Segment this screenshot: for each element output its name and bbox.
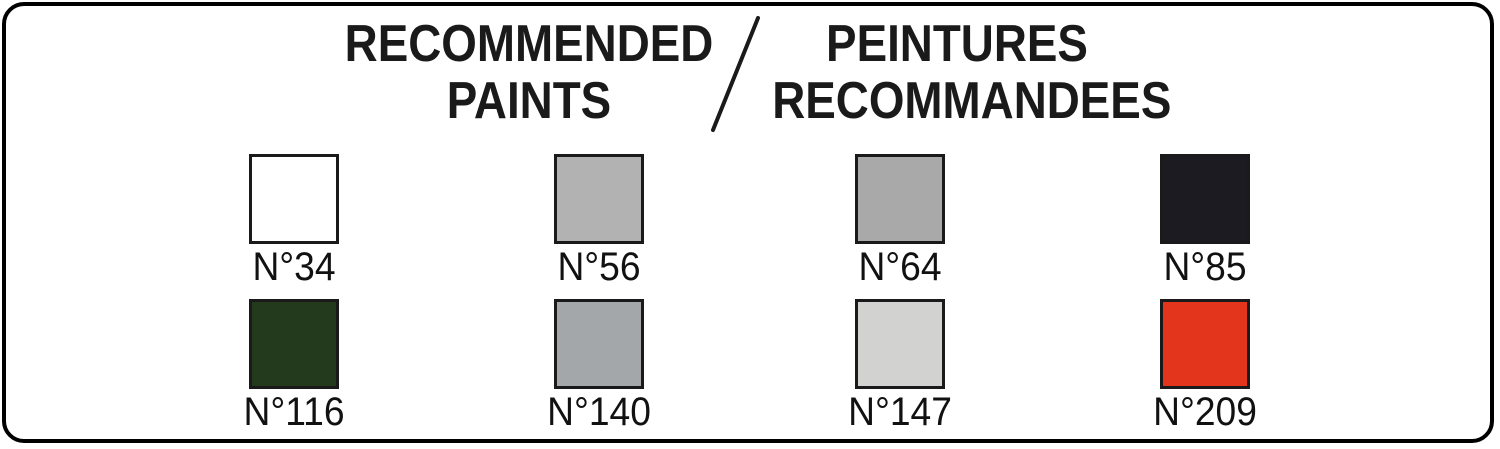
title-english-line1: RECOMMENDED — [344, 15, 714, 73]
swatch-cell: N°147 — [820, 299, 980, 433]
paint-number-label: N°140 — [547, 390, 651, 434]
paint-number-label: N°56 — [557, 245, 641, 289]
title-french-line1: PEINTURES — [826, 15, 1088, 73]
paint-swatch — [1160, 299, 1250, 389]
paint-number-label: N°64 — [858, 245, 942, 289]
swatch-cell: N°209 — [1125, 299, 1285, 433]
swatch-cell: N°140 — [519, 299, 679, 433]
swatch-cell: N°64 — [820, 154, 980, 288]
paint-swatch — [249, 299, 339, 389]
paint-number-label: N°116 — [243, 390, 345, 434]
paint-swatch — [855, 154, 945, 244]
paint-number-label: N°34 — [252, 245, 336, 289]
swatch-cell: N°34 — [214, 154, 374, 288]
title-french: PEINTURES RECOMMANDEES — [772, 15, 1172, 130]
swatch-cell: N°116 — [214, 299, 374, 433]
paint-swatch — [1160, 154, 1250, 244]
title-english-line2: PAINTS — [446, 72, 612, 130]
paint-swatch — [554, 299, 644, 389]
paint-swatch — [249, 154, 339, 244]
title-french-line2: RECOMMANDEES — [772, 72, 1172, 130]
swatch-cell: N°85 — [1125, 154, 1285, 288]
paint-number-label: N°147 — [848, 390, 952, 434]
paint-number-label: N°209 — [1153, 390, 1257, 434]
title-english: RECOMMENDED PAINTS — [344, 16, 714, 130]
slash-separator-icon — [711, 16, 760, 132]
swatch-cell: N°56 — [519, 154, 679, 288]
paint-swatch — [855, 299, 945, 389]
paint-number-label: N°85 — [1163, 245, 1247, 289]
paint-swatch — [554, 154, 644, 244]
